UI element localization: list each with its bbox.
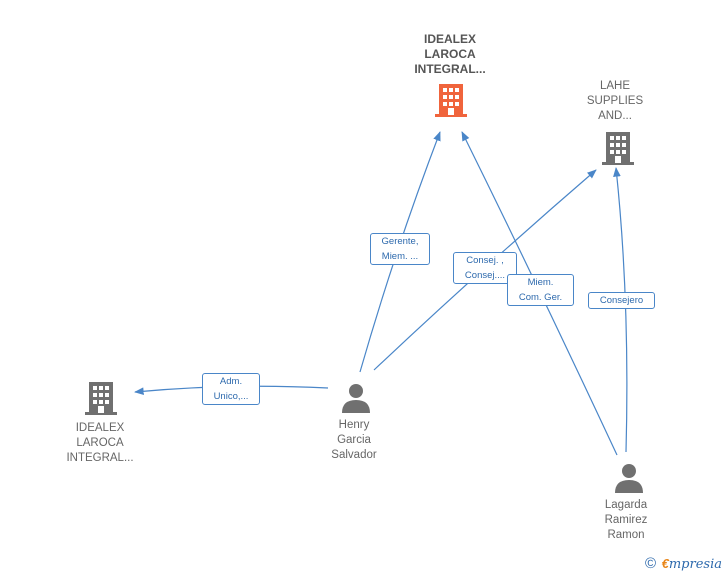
company-main-label[interactable]: IDEALEX LAROCA INTEGRAL... bbox=[414, 32, 486, 76]
empresia-brand[interactable]: © €mpresia bbox=[645, 555, 722, 572]
building-icon[interactable] bbox=[435, 82, 467, 118]
brand-name: mpresia bbox=[668, 557, 722, 572]
edge-label-adm[interactable]: Adm. Unico,... bbox=[202, 373, 260, 405]
company-left-label[interactable]: IDEALEX LAROCA INTEGRAL... bbox=[66, 422, 134, 464]
edge-label-gerente[interactable]: Gerente, Miem. ... bbox=[370, 233, 430, 265]
person-henry-label[interactable]: Henry Garcia Salvador bbox=[331, 419, 377, 461]
building-icon[interactable] bbox=[85, 380, 117, 416]
edge-label-miem[interactable]: Miem. Com. Ger. bbox=[507, 274, 574, 306]
edge-line-consejero bbox=[613, 167, 628, 453]
copyright-icon: © bbox=[644, 555, 656, 572]
company-lahe-label[interactable]: LAHE SUPPLIES AND... bbox=[586, 80, 644, 122]
edge-label-consejero[interactable]: Consejero bbox=[588, 292, 655, 309]
edge-label-consej[interactable]: Consej. , Consej.... bbox=[453, 252, 517, 284]
building-icon[interactable] bbox=[602, 130, 634, 166]
person-lagarda-label[interactable]: Lagarda Ramirez Ramon bbox=[604, 499, 648, 541]
brand-logo-e: € bbox=[661, 556, 669, 571]
person-icon[interactable] bbox=[613, 462, 645, 494]
person-icon[interactable] bbox=[340, 382, 372, 414]
